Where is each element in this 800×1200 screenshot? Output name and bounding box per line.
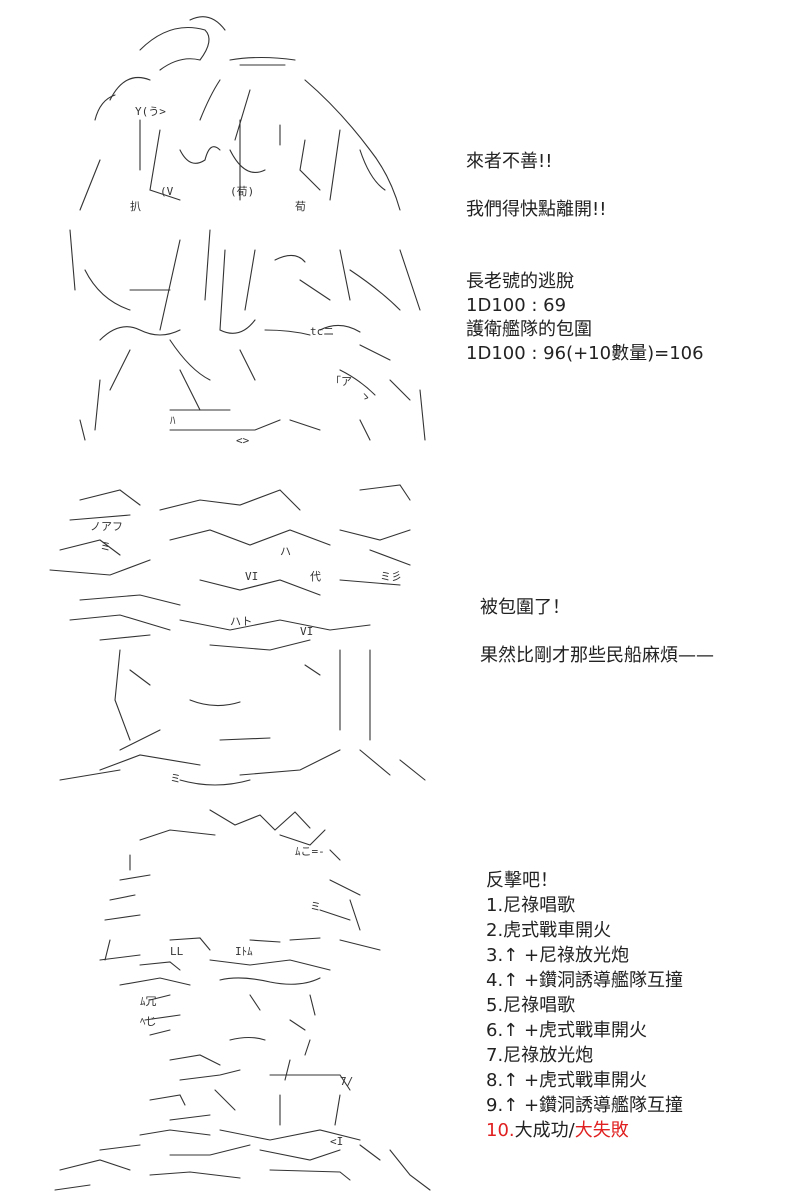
dice-roll-result: 1D100 : 96(+10數量)=106: [466, 343, 704, 364]
ascii-label: 荀: [295, 200, 306, 213]
ascii-label: ミ: [310, 900, 321, 913]
ascii-label: Y(う>: [135, 105, 166, 118]
dialogue-text-panel-1: 來者不善!! 我們得快點離開!! 長老號的逃脫 1D100 : 69 護衛艦隊的…: [466, 150, 704, 366]
list-item: 5.尼祿唱歌: [486, 995, 576, 1016]
blank-line: [466, 222, 704, 246]
ascii-art-spiky-hair-character: ノアフ ミ彡 VI 代 ハト VI ミ ハ ミ: [40, 470, 440, 800]
ascii-label: LL: [170, 945, 184, 958]
list-item: 7.尼祿放光炮: [486, 1045, 594, 1066]
text-line: 長老號的逃脫: [466, 271, 574, 292]
ascii-art-drawing: Y(う> (V (荀) 荀 扒 tcニ 「ア ゝ <> ﾊ: [69, 16, 426, 447]
ascii-label: ゝ: [360, 390, 371, 403]
list-item: 3.↑ +尼祿放光炮: [486, 945, 630, 966]
list-item: 6.↑ +虎式戰車開火: [486, 1020, 648, 1041]
panel-escape: Y(う> (V (荀) 荀 扒 tcニ 「ア ゝ <> ﾊ 來者不善!! 我們得…: [0, 0, 800, 470]
ascii-label: 7/: [340, 1075, 353, 1088]
text-line: 果然比剛才那些民船麻煩——: [480, 645, 714, 666]
action-list: 反擊吧！ 1.尼祿唱歌 2.虎式戰車開火 3.↑ +尼祿放光炮 4.↑ +鑽洞誘…: [486, 868, 683, 1143]
text-line: 護衛艦隊的包圍: [466, 319, 592, 340]
dialogue-text-panel-2: 被包圍了！ 果然比剛才那些民船麻煩——: [480, 596, 714, 668]
ascii-art-glasses-character: ﾑこ=- ミ LL Iﾄﾑ ﾑ冗 ﾍじ 7/ <I: [40, 800, 440, 1200]
ascii-art-elder-character: Y(う> (V (荀) 荀 扒 tcニ 「ア ゝ <> ﾊ: [40, 0, 440, 470]
blank-line: [466, 246, 704, 270]
list-item: 1.尼祿唱歌: [486, 895, 576, 916]
ascii-label: ﾑ冗: [140, 995, 157, 1008]
list-item-final: 10.大成功/大失敗: [486, 1118, 683, 1143]
ascii-label: <>: [236, 434, 250, 447]
ascii-label: <I: [330, 1135, 343, 1148]
final-item-separator: /: [568, 1120, 575, 1141]
list-item: 9.↑ +鑽洞誘導艦隊互撞: [486, 1095, 684, 1116]
ascii-label: ﾑこ=-: [295, 845, 325, 858]
blank-line: [480, 620, 714, 644]
ascii-art-drawing: ﾑこ=- ミ LL Iﾄﾑ ﾑ冗 ﾍじ 7/ <I: [54, 809, 431, 1191]
ascii-label: ミ: [170, 772, 181, 785]
ascii-label: VI: [245, 570, 258, 583]
final-item-number: 10.: [486, 1120, 515, 1141]
text-line: 來者不善!!: [466, 151, 553, 172]
ascii-label: VI: [300, 625, 313, 638]
panel-surrounded: ノアフ ミ彡 VI 代 ハト VI ミ ハ ミ 被包圍了！ 果然比剛才那些民船麻…: [0, 470, 800, 800]
ascii-label: (V: [160, 185, 174, 198]
list-item: 4.↑ +鑽洞誘導艦隊互撞: [486, 970, 684, 991]
text-line: 被包圍了！: [480, 597, 570, 618]
ascii-label: (荀): [230, 185, 254, 198]
final-item-great-failure: 大失敗: [574, 1120, 629, 1141]
ascii-label: tcニ: [310, 325, 334, 338]
text-line: 我們得快點離開!!: [466, 199, 607, 220]
list-item: 2.虎式戰車開火: [486, 920, 612, 941]
panel-counterattack: ﾑこ=- ミ LL Iﾄﾑ ﾑ冗 ﾍじ 7/ <I 反擊吧！ 1.尼祿唱歌 2.…: [0, 800, 800, 1200]
ascii-label: 「ア: [330, 375, 352, 388]
final-item-great-success: 大成功: [514, 1120, 569, 1141]
ascii-label: Iﾄﾑ: [235, 945, 253, 958]
ascii-label: ミ彡: [380, 570, 402, 583]
ascii-label: 扒: [130, 199, 141, 213]
ascii-label: ミ: [100, 540, 111, 553]
ascii-label: ノアフ: [90, 520, 123, 533]
ascii-label: 代: [310, 570, 321, 583]
ascii-label: ハ: [280, 545, 291, 558]
list-heading: 反擊吧！: [486, 870, 558, 891]
blank-line: [466, 174, 704, 198]
ascii-art-drawing: ノアフ ミ彡 VI 代 ハト VI ミ ハ ミ: [49, 484, 426, 786]
list-item: 8.↑ +虎式戰車開火: [486, 1070, 648, 1091]
dice-roll-result: 1D100 : 69: [466, 295, 567, 316]
ascii-label: ﾊ: [170, 414, 176, 427]
ascii-label: ハト: [230, 615, 252, 628]
ascii-label: ﾍじ: [140, 1015, 157, 1028]
